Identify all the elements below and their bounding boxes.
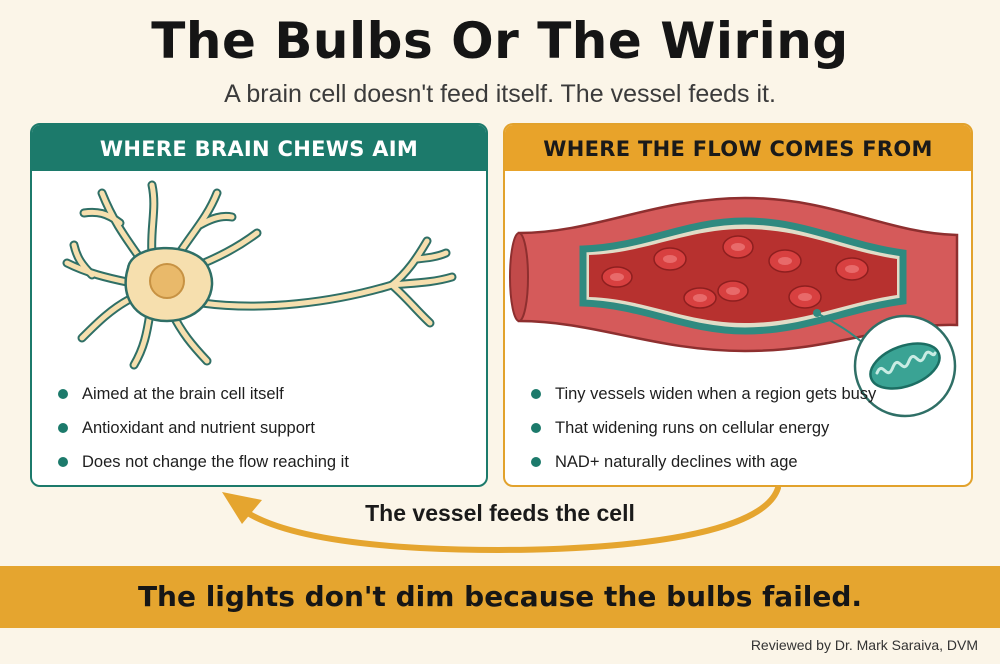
arrow-label: The vessel feeds the cell [365, 500, 635, 526]
list-item: That widening runs on cellular energy [527, 411, 876, 445]
blood-vessel-illustration [509, 196, 959, 353]
list-item: Antioxidant and nutrient support [54, 411, 349, 445]
bullet-dot-icon [58, 457, 68, 467]
list-item: Aimed at the brain cell itself [54, 377, 349, 411]
brain-chews-panel: WHERE BRAIN CHEWS AIM [30, 123, 488, 487]
neuron-illustration [62, 180, 457, 370]
flow-source-panel: WHERE THE FLOW COMES FROM [503, 123, 973, 487]
page-title: The Bulbs Or The Wiring [151, 12, 849, 70]
page-subtitle: A brain cell doesn't feed itself. The ve… [224, 80, 776, 108]
flow-source-heading: WHERE THE FLOW COMES FROM [505, 125, 971, 171]
bullet-dot-icon [58, 423, 68, 433]
list-item: Does not change the flow reaching it [54, 445, 349, 479]
bullet-dot-icon [531, 423, 541, 433]
reviewer-credit: Reviewed by Dr. Mark Saraiva, DVM [750, 637, 978, 653]
banner-text: The lights don't dim because the bulbs f… [137, 580, 863, 613]
bullet-dot-icon [58, 389, 68, 399]
brain-chews-heading: WHERE BRAIN CHEWS AIM [32, 125, 486, 171]
flow-source-bullets: Tiny vessels widen when a region gets bu… [527, 377, 876, 479]
bullet-dot-icon [531, 457, 541, 467]
brain-chews-bullets: Aimed at the brain cell itself Antioxida… [54, 377, 349, 479]
bullet-dot-icon [531, 389, 541, 399]
bottom-banner: The lights don't dim because the bulbs f… [0, 566, 1000, 628]
mitochondrion-icon [853, 314, 957, 418]
list-item: NAD+ naturally declines with age [527, 445, 876, 479]
list-item: Tiny vessels widen when a region gets bu… [527, 377, 876, 411]
